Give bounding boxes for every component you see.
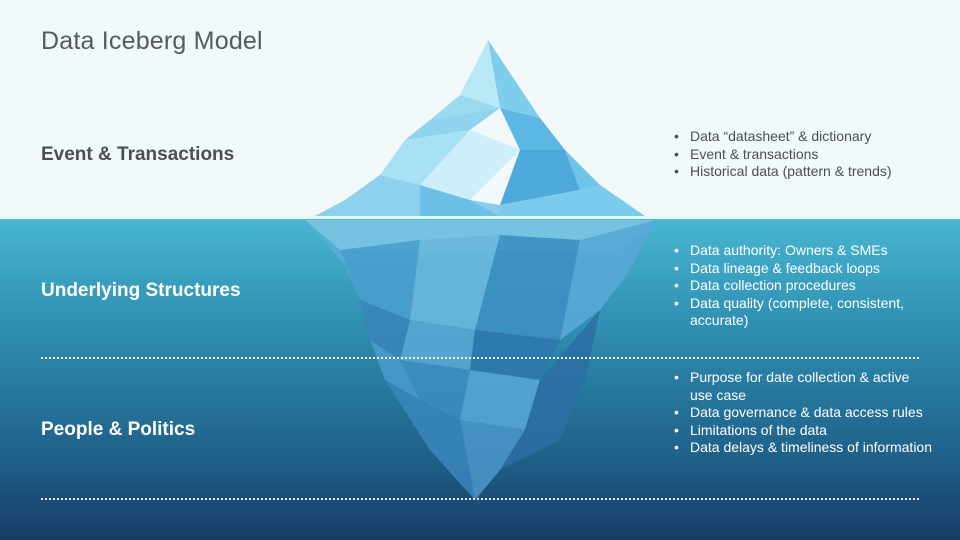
waterline — [0, 216, 960, 219]
list-item: Limitations of the data — [674, 422, 934, 440]
layer-label-event-transactions: Event & Transactions — [41, 144, 235, 165]
list-item: Data delays & timeliness of information — [674, 439, 934, 457]
iceberg-tip-facet — [420, 130, 520, 200]
iceberg-base-facet — [385, 380, 475, 500]
iceberg-tip-facet — [500, 150, 580, 205]
layer-label-underlying-structures: Underlying Structures — [41, 280, 241, 301]
list-item: Event & transactions — [674, 146, 934, 164]
iceberg-base-facet — [400, 360, 470, 420]
iceberg-tip-facet — [430, 95, 500, 120]
dotted-divider — [41, 498, 919, 500]
list-item: Data authority: Owners & SMEs — [674, 242, 934, 260]
iceberg-base-facet — [460, 370, 540, 430]
list-item: Data lineage & feedback loops — [674, 260, 934, 278]
list-item: Data collection procedures — [674, 277, 934, 295]
iceberg-tip-facet — [460, 40, 500, 108]
iceberg-tip-facet — [565, 150, 600, 190]
iceberg-base-facet — [500, 380, 585, 470]
iceberg-base-facet — [470, 330, 560, 380]
iceberg-base-facet — [360, 300, 410, 360]
list-item: Data governance & data access rules — [674, 404, 934, 422]
layer-label-people-politics: People & Politics — [41, 419, 196, 440]
iceberg-base-facet — [525, 310, 600, 430]
iceberg-base-facet — [560, 220, 655, 340]
iceberg-tip-facet — [405, 108, 500, 140]
iceberg-tip-facet — [488, 40, 540, 118]
iceberg-tip-facet — [500, 108, 565, 150]
iceberg-tip-facet — [315, 175, 420, 216]
iceberg-base-facet — [475, 235, 580, 340]
dotted-divider — [41, 357, 919, 359]
iceberg-tip-facet — [420, 185, 500, 216]
bullet-list-underlying-structures: Data authority: Owners & SMEs Data linea… — [674, 242, 934, 330]
iceberg-base-facet — [410, 235, 500, 330]
iceberg-tip-facet — [470, 200, 500, 216]
list-item: Purpose for date collection & active use… — [674, 369, 934, 404]
list-item: Data quality (complete, consistent, accu… — [674, 295, 934, 330]
list-item: Data “datasheet” & dictionary — [674, 128, 934, 146]
iceberg-base-facet — [460, 420, 525, 500]
bullet-list-event-transactions: Data “datasheet” & dictionary Event & tr… — [674, 128, 934, 181]
iceberg-tip-facet — [380, 130, 470, 185]
bullet-list-people-politics: Purpose for date collection & active use… — [674, 369, 934, 457]
iceberg-tip-facet — [500, 185, 645, 216]
list-item: Historical data (pattern & trends) — [674, 163, 934, 181]
slide-title: Data Iceberg Model — [41, 27, 263, 55]
iceberg-base-facet — [370, 340, 420, 400]
